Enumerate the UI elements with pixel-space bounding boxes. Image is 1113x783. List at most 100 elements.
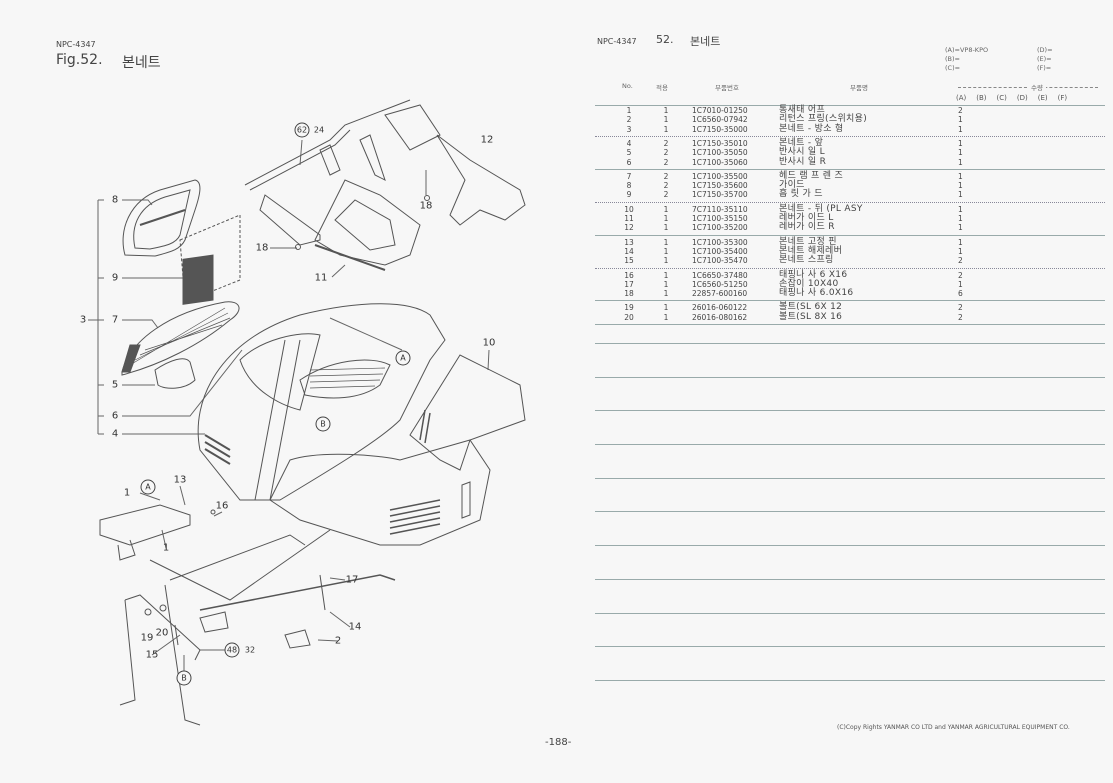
row-divider <box>595 478 1105 479</box>
part-12-lever-guide-r <box>436 134 526 226</box>
row-divider <box>595 324 1105 325</box>
row-divider <box>595 680 1105 681</box>
part-11-lever-guide <box>314 179 421 271</box>
reference-b-circle: B <box>176 670 192 686</box>
callout-12: 12 <box>480 134 494 146</box>
qty-col-c: (C) <box>996 94 1007 102</box>
row-divider <box>595 410 1105 411</box>
qty-col-f: (F) <box>1057 94 1068 102</box>
cell-apply: 2 <box>663 190 669 200</box>
figure-title: Fig.52. <box>56 52 103 68</box>
qty-col-b: (B) <box>976 94 987 102</box>
callout-9: 9 <box>111 272 119 284</box>
leader-lines <box>88 139 490 671</box>
cell-apply: 1 <box>663 289 669 299</box>
cell-no: 5 <box>626 148 632 158</box>
row-divider <box>595 579 1105 580</box>
model-f: (F)= <box>1037 64 1052 72</box>
callout-1: 1 <box>123 487 131 499</box>
cell-part-no: 1C6560-51250 <box>692 279 748 289</box>
cell-apply: 1 <box>663 270 669 280</box>
header-apply: 적용 <box>656 84 668 92</box>
cell-name: 본네트 - 앞 <box>779 137 824 148</box>
cell-qty: 1 <box>958 246 963 256</box>
callout-62-circle: 62 <box>294 122 310 138</box>
cell-no: 6 <box>626 157 632 167</box>
cell-name: 볼트(SL 6X 12 <box>779 302 843 313</box>
cell-no: 11 <box>624 214 634 223</box>
row-divider <box>595 646 1105 647</box>
cell-part-no: 1C7100-35400 <box>692 246 748 256</box>
section-number: 52. <box>656 33 674 46</box>
cell-apply: 1 <box>663 214 669 223</box>
callout-16: 16 <box>215 500 229 512</box>
cell-part-no: 1C7100-35060 <box>692 157 748 167</box>
part-10-bonnet-rear <box>409 354 526 471</box>
cell-no: 15 <box>624 256 634 266</box>
cell-no: 16 <box>624 270 634 280</box>
cell-no: 3 <box>626 124 632 134</box>
callout-1: 1 <box>162 542 170 554</box>
cell-name: 본네트 고정 핀 <box>779 236 837 247</box>
cell-no: 17 <box>624 279 634 289</box>
cell-apply: 1 <box>663 237 669 247</box>
model-legend-right: (D)= (E)= (F)= <box>1037 46 1053 73</box>
cell-name: 반사시 일 R <box>779 156 827 167</box>
exploded-diagram <box>88 99 526 726</box>
part-4-bonnet-front <box>197 303 446 501</box>
row-divider <box>595 343 1105 344</box>
callout-4: 4 <box>111 428 119 440</box>
cell-part-no: 1C7100-35150 <box>692 214 748 223</box>
callout-18: 18 <box>255 242 269 254</box>
cell-no: 20 <box>624 312 634 322</box>
cell-name: 리턴스 프링(스위치용) <box>779 114 868 125</box>
row-divider <box>595 135 1105 137</box>
cell-qty: 1 <box>958 124 963 134</box>
cell-qty: 1 <box>958 148 963 158</box>
callout-15: 15 <box>145 649 159 661</box>
cell-part-no: 1C7100-35470 <box>692 256 748 266</box>
cell-apply: 2 <box>663 171 669 181</box>
cell-name: 반사시 일 L <box>779 147 825 158</box>
cell-no: 1 <box>626 106 632 115</box>
cell-apply: 2 <box>663 181 669 191</box>
header-part-name: 부품명 <box>850 84 868 92</box>
row-divider <box>595 300 1105 302</box>
callout-7: 7 <box>111 314 119 326</box>
cell-part-no: 1C7010-01250 <box>692 106 748 115</box>
row-divider <box>595 267 1105 269</box>
doc-code: NPC-4347 <box>56 40 96 49</box>
part-7-headlamp-lens <box>121 301 240 376</box>
cell-part-no: 1C6560-07942 <box>692 115 748 125</box>
section-name: 본네트 <box>690 35 721 48</box>
reference-a-circle: A <box>140 479 156 495</box>
cell-no: 14 <box>624 246 634 256</box>
cell-qty: 1 <box>958 171 963 181</box>
model-a: (A)=VP8-KPO <box>945 46 989 54</box>
model-c: (C)= <box>945 64 961 72</box>
cell-part-no: 1C6650-37480 <box>692 270 748 280</box>
callout-2: 2 <box>334 635 342 647</box>
cell-qty: 2 <box>958 256 963 266</box>
cell-qty: 1 <box>958 181 963 191</box>
callout-20: 20 <box>155 627 169 639</box>
cell-no: 18 <box>624 289 634 299</box>
cell-qty: 6 <box>958 289 963 299</box>
cell-qty: 1 <box>958 279 963 289</box>
cell-part-no: 1C7100-35050 <box>692 148 748 158</box>
cell-apply: 1 <box>663 204 669 214</box>
row-divider <box>595 201 1105 203</box>
qty-col-e: (E) <box>1037 94 1048 102</box>
reference-b-circle: B <box>315 416 331 432</box>
cell-no: 7 <box>626 171 632 181</box>
header-quantity: 수량 <box>1028 82 1046 92</box>
cell-qty: 1 <box>958 115 963 125</box>
callout-24: 24 <box>313 125 325 135</box>
header-part-number: 부품번호 <box>715 84 739 92</box>
row-divider <box>595 444 1105 445</box>
cell-part-no: 22857-600160 <box>692 289 748 299</box>
bonnet-lower-body <box>269 439 491 546</box>
callout-5: 5 <box>111 379 119 391</box>
cell-part-no: 1C7150-35000 <box>692 124 748 134</box>
callout-6: 6 <box>111 410 119 422</box>
